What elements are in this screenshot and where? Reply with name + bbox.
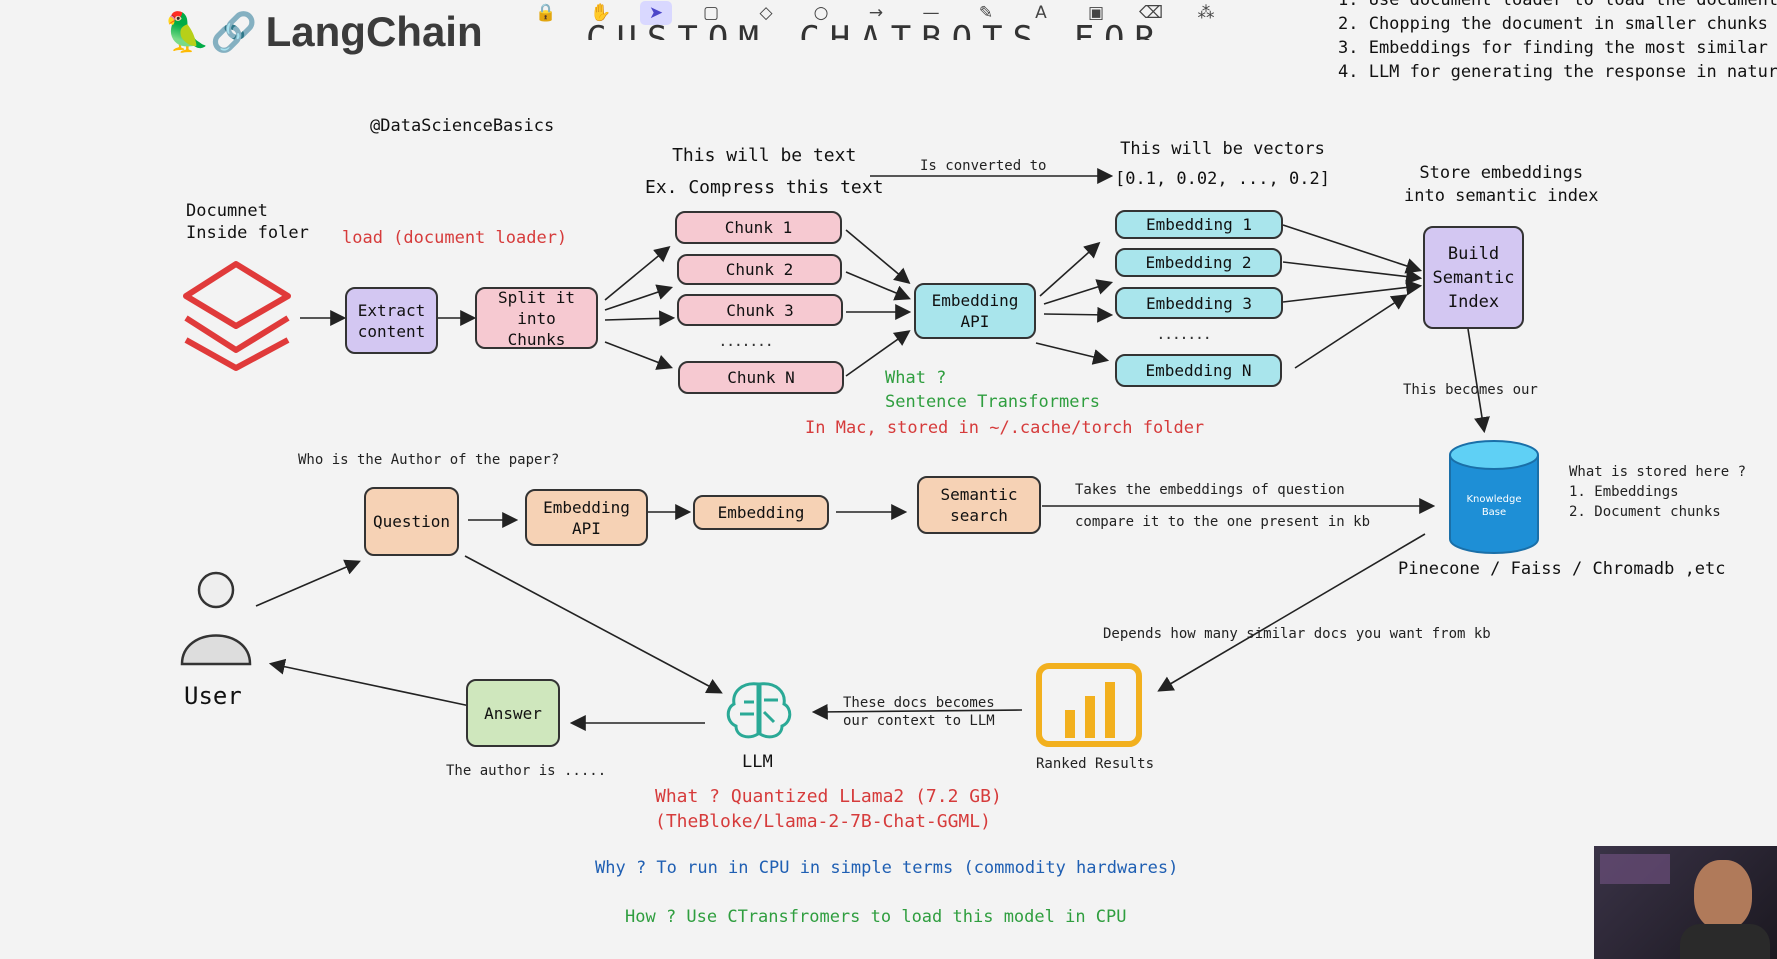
how-note: How ? Use CTransfromers to load this mod… — [625, 907, 1127, 927]
image-icon[interactable]: ▣ — [1087, 3, 1105, 23]
webcam-video — [1594, 846, 1777, 959]
embedding-box[interactable]: Embedding N — [1115, 354, 1282, 387]
answer-box[interactable]: Answer — [466, 679, 560, 747]
eraser-icon[interactable]: ⌫ — [1138, 3, 1164, 23]
context-note: These docs becomes our context to LLM — [843, 695, 995, 729]
document-stack-icon — [183, 261, 291, 371]
step-item: 2. Chopping the document in smaller chun… — [1338, 14, 1768, 34]
hand-icon[interactable]: ✋ — [590, 3, 612, 23]
pointer-icon[interactable]: ➤ — [640, 1, 672, 25]
page-title: CUSTOM CHATBOTS FOR DOCUMENTS — [586, 19, 1165, 40]
step-item: 1. Use document loader to load the docum… — [1338, 0, 1777, 10]
depends-note: Depends how many similar docs you want f… — [1103, 626, 1491, 642]
document-label: Documnet Inside foler — [186, 201, 309, 243]
steps-list: 1. Use document loader to load the docum… — [1338, 0, 1777, 84]
chunk-box[interactable]: Chunk 2 — [677, 254, 842, 285]
step-item: 4. LLM for generating the response in na… — [1338, 62, 1777, 82]
query-embedding-box[interactable]: Embedding — [693, 495, 829, 530]
takes-embeddings-note: Takes the embeddings of question — [1075, 482, 1345, 498]
langchain-logo: 🦜🔗 LangChain — [163, 8, 483, 56]
why-note: Why ? To run in CPU in simple terms (com… — [595, 858, 1179, 878]
sentence-transformers-note: What ? Sentence Transformers — [885, 368, 1100, 412]
becomes-note: This becomes our — [1403, 382, 1538, 398]
ellipse-icon[interactable]: ○ — [813, 3, 829, 23]
llm-label: LLM — [742, 752, 773, 772]
pencil-icon[interactable]: ✎ — [978, 3, 994, 23]
arrow-icon[interactable]: → — [868, 3, 884, 23]
chunk-box[interactable]: Chunk N — [678, 361, 844, 394]
loader-note: load (document loader) — [342, 228, 568, 248]
chunk-box[interactable]: Chunk 3 — [677, 294, 843, 326]
ranked-results-icon[interactable] — [1035, 660, 1145, 750]
chunk-box[interactable]: Chunk 1 — [675, 211, 842, 244]
text-icon[interactable]: A — [1035, 3, 1047, 23]
question-box[interactable]: Question — [364, 487, 459, 556]
kb-stored-note: What is stored here ? 1. Embeddings 2. D… — [1569, 464, 1747, 520]
library-icon[interactable]: ⁂ — [1197, 3, 1215, 23]
handle-label: @DataScienceBasics — [370, 116, 555, 136]
user-icon[interactable] — [178, 570, 258, 670]
drawing-toolbar: 🔒 ✋ ➤ ▢ ◇ ○ → — ✎ A ▣ ⌫ ⁂ — [530, 0, 1222, 26]
author-note: The author is ..... — [446, 763, 607, 779]
torch-cache-note: In Mac, stored in ~/.cache/torch folder — [805, 418, 1205, 438]
rectangle-icon[interactable]: ▢ — [702, 3, 720, 23]
line-icon[interactable]: — — [922, 3, 940, 23]
embedding-box[interactable]: Embedding 2 — [1115, 248, 1282, 277]
parrot-link-icon: 🦜🔗 — [163, 10, 258, 54]
diamond-icon[interactable]: ◇ — [759, 3, 773, 23]
step-item: 3. Embeddings for finding the most simil… — [1338, 38, 1777, 58]
vector-store-options: Pinecone / Faiss / Chromadb ,etc — [1398, 559, 1726, 579]
knowledge-base-icon[interactable] — [1446, 437, 1542, 557]
logo-text: LangChain — [265, 8, 483, 55]
chunks-ellipsis: ....... — [720, 330, 775, 351]
embedding-box[interactable]: Embedding 3 — [1115, 287, 1283, 319]
model-note: What ? Quantized LLama2 (7.2 GB) (TheBlo… — [655, 786, 1002, 832]
ranked-results-label: Ranked Results — [1036, 756, 1155, 772]
converted-note: Is converted to — [920, 158, 1047, 174]
knowledge-base-label: Knowledge Base — [1466, 494, 1522, 518]
compare-note: compare it to the one present in kb — [1075, 514, 1371, 530]
user-label: User — [184, 682, 242, 710]
question-example: Who is the Author of the paper? — [298, 452, 560, 468]
embeddings-ellipsis: ....... — [1158, 323, 1213, 344]
text-note: This will be text Ex. Compress this text — [645, 145, 884, 198]
store-note: Store embeddings into semantic index — [1404, 163, 1599, 206]
embedding-box[interactable]: Embedding 1 — [1115, 210, 1283, 239]
lock-icon[interactable]: 🔒 — [535, 3, 557, 23]
vector-note: This will be vectors [0.1, 0.02, ..., 0.… — [1115, 139, 1330, 189]
llm-brain-icon[interactable] — [724, 678, 794, 742]
